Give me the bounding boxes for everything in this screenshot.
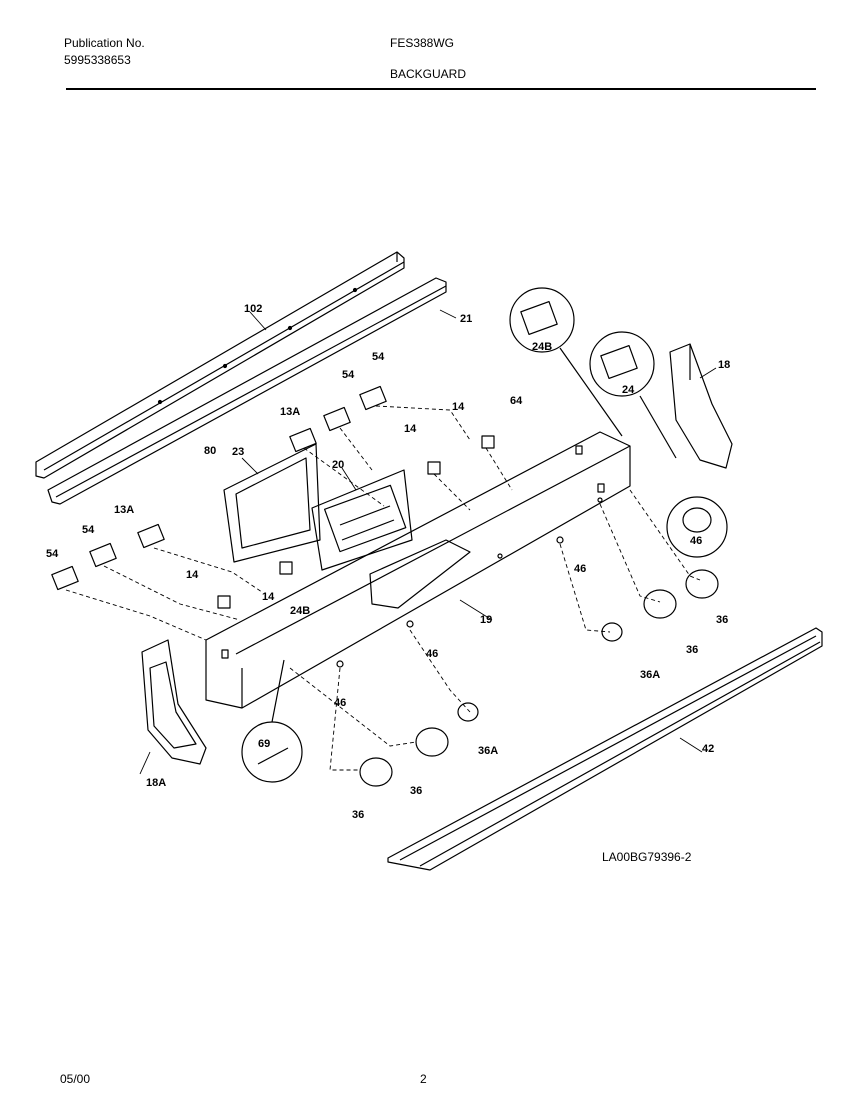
- callout-46-c: 46: [334, 697, 346, 709]
- callout-36-a: 36: [716, 614, 728, 626]
- callout-24: 24: [622, 384, 635, 396]
- callout-54-c: 54: [82, 524, 95, 536]
- callout-14-d: 14: [262, 591, 275, 603]
- header-rule: [66, 88, 816, 90]
- switch-parts: [51, 385, 495, 609]
- drawing-id: LA00BG79396-2: [602, 850, 692, 864]
- section-title: BACKGUARD: [390, 67, 467, 81]
- callout-19: 19: [480, 614, 492, 626]
- callout-54-d: 54: [46, 548, 59, 560]
- callout-14-a: 14: [452, 401, 465, 413]
- callout-21: 21: [460, 313, 472, 325]
- callout-80: 80: [204, 445, 216, 457]
- callout-64: 64: [510, 395, 523, 407]
- knob-parts: [359, 569, 719, 787]
- callout-14-c: 14: [186, 569, 199, 581]
- callout-14-b: 14: [404, 423, 417, 435]
- callout-18a: 18A: [146, 777, 166, 789]
- callout-24b-top: 24B: [532, 341, 552, 353]
- callout-69: 69: [258, 738, 270, 750]
- detail-circles: [241, 287, 728, 783]
- callout-102: 102: [244, 303, 262, 315]
- callout-36-d: 36: [352, 809, 364, 821]
- part-18a-left-endcap: [141, 639, 207, 765]
- part-102-bracket-rail: [35, 251, 405, 479]
- callout-54-a: 54: [372, 351, 385, 363]
- model-number: FES388WG: [390, 36, 455, 50]
- callout-36-b: 36: [686, 644, 698, 656]
- callout-46-knob: 46: [690, 535, 702, 547]
- publication-number: 5995338653: [64, 53, 131, 67]
- callout-18: 18: [718, 359, 730, 371]
- callout-24b-mid: 24B: [290, 605, 310, 617]
- callout-46-a: 46: [574, 563, 586, 575]
- callout-leaders: [139, 309, 717, 775]
- callout-36a-a: 36A: [640, 669, 660, 681]
- part-19-backguard-panel: [205, 431, 631, 709]
- callout-36-c: 36: [410, 785, 422, 797]
- callout-46-b: 46: [426, 648, 438, 660]
- part-42-trim-bar: [387, 627, 823, 871]
- callout-54-b: 54: [342, 369, 355, 381]
- leader-lines: [65, 405, 701, 771]
- callout-23: 23: [232, 446, 244, 458]
- footer-date: 05/00: [60, 1072, 91, 1086]
- part-18-right-endcap: [669, 343, 733, 469]
- callout-13a-left: 13A: [114, 504, 134, 516]
- part-20-control-board: [311, 469, 413, 571]
- part-21-angle-strip: [47, 277, 447, 505]
- callout-36a-b: 36A: [478, 745, 498, 757]
- publication-label: Publication No.: [64, 36, 145, 50]
- callout-20: 20: [332, 459, 344, 471]
- callout-42: 42: [702, 743, 714, 755]
- footer-page-number: 2: [420, 1072, 427, 1086]
- part-23-window-panel: [223, 443, 321, 563]
- callout-13a-top: 13A: [280, 406, 300, 418]
